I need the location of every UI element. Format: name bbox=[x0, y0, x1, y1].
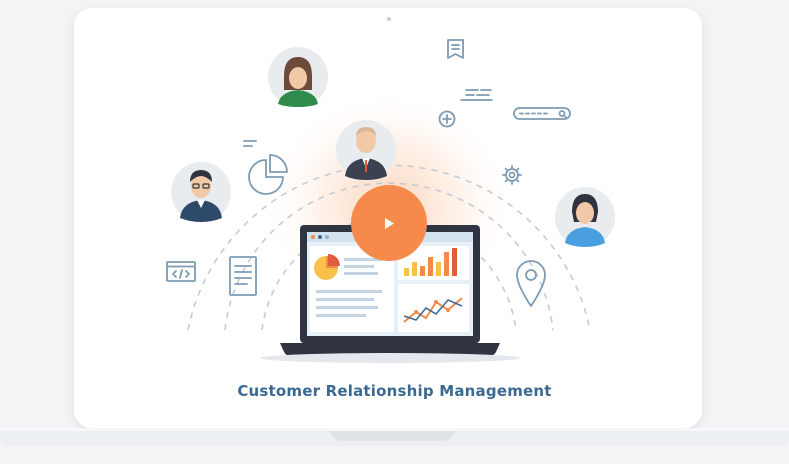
search-bar-icon bbox=[513, 107, 571, 120]
code-icon bbox=[166, 261, 196, 282]
avatar-man-suit bbox=[336, 120, 396, 180]
laptop-illustration bbox=[260, 225, 520, 363]
camera-dot bbox=[387, 17, 391, 21]
video-play-button[interactable] bbox=[351, 185, 427, 261]
avatar-man-glasses bbox=[171, 162, 231, 222]
play-icon bbox=[385, 218, 394, 229]
avatar-woman-green bbox=[268, 47, 328, 107]
document-icon bbox=[229, 256, 257, 296]
menu-lines-icon bbox=[460, 89, 493, 101]
plus-icon bbox=[438, 110, 456, 128]
bookmark-icon bbox=[447, 39, 464, 59]
pie-chart-icon bbox=[243, 140, 288, 195]
page-title: Customer Relationship Management bbox=[237, 382, 552, 400]
location-pin-icon bbox=[516, 260, 546, 307]
avatar-woman-blue bbox=[555, 187, 615, 247]
gear-icon bbox=[502, 165, 522, 185]
